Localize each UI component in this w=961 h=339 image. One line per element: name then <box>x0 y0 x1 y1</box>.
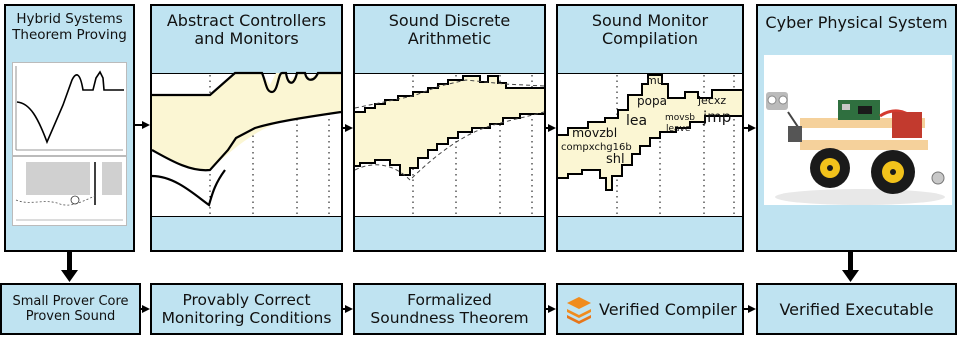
result-prover-box: Small Prover Core Proven Sound <box>0 283 141 335</box>
result-theorem-box: Formalized Soundness Theorem <box>353 283 546 335</box>
result-conditions-box: Provably Correct Monitoring Conditions <box>150 283 343 335</box>
asm-token: jecxz <box>697 94 726 107</box>
asm-token: compxchg16b <box>561 142 632 153</box>
monitor-compilation-plot: mu popa jecxz lea movsb jmp movzbl leave… <box>558 74 742 214</box>
asm-token: movzbl <box>572 125 617 140</box>
stage-discrete-title: Sound Discrete Arithmetic <box>388 11 511 49</box>
hybrid-trajectory-plot <box>15 66 124 151</box>
discrete-arithmetic-plot <box>354 75 545 214</box>
result-executable-box: Verified Executable <box>756 283 957 335</box>
asm-token: popa <box>637 94 667 108</box>
down-arrows <box>61 252 859 282</box>
asm-token: leave <box>666 124 691 134</box>
asm-token: lea <box>626 113 647 129</box>
stage-hybrid-title: Hybrid Systems Theorem Proving <box>12 11 127 43</box>
abstract-monitor-plot <box>151 71 342 214</box>
hybrid-simulation-plot <box>15 162 123 221</box>
pipeline-arrows <box>135 121 756 313</box>
stage-monitor-title: Sound Monitor Compilation <box>591 11 709 49</box>
asm-token: mu <box>646 74 664 87</box>
cakeml-logo-icon <box>567 297 591 324</box>
asm-token: jmp <box>702 108 731 126</box>
robot-car-image <box>766 92 945 205</box>
result-compiler-box: Verified Compiler <box>556 283 744 335</box>
hybrid-plot-panel <box>12 62 127 156</box>
stage-abstract-title: Abstract Controllers and Monitors <box>166 11 327 49</box>
stage-cps-title: Cyber Physical System <box>765 13 948 32</box>
asm-token: movsb <box>665 113 695 123</box>
asm-token: shl <box>606 152 625 167</box>
